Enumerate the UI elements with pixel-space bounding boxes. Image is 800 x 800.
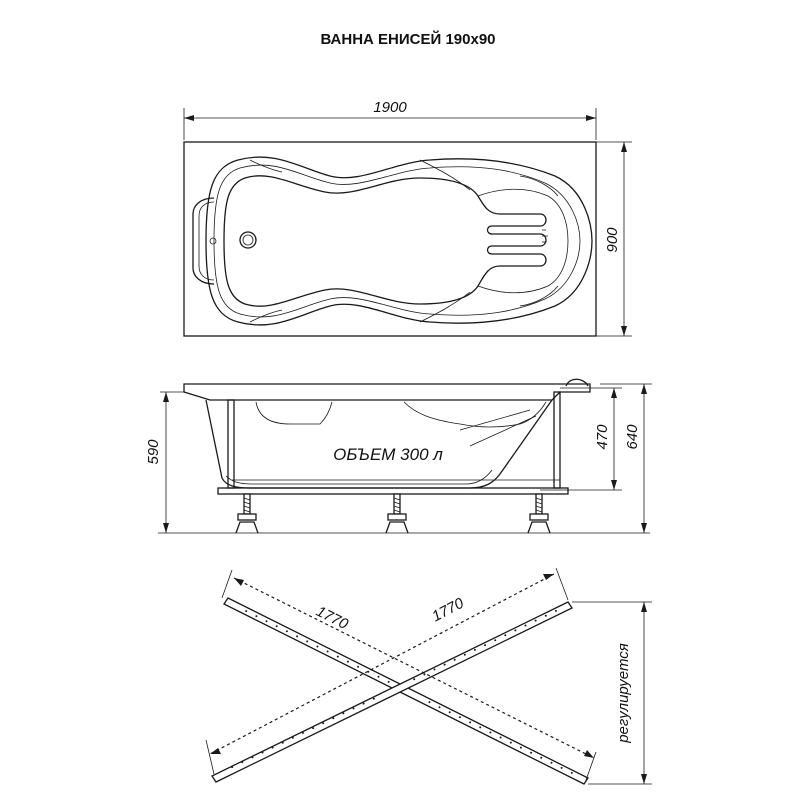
mounting-hole xyxy=(509,741,512,744)
mounting-hole xyxy=(423,673,426,676)
diagonal-a-label: 1770 xyxy=(313,603,351,633)
mounting-hole xyxy=(285,630,288,633)
mounting-hole xyxy=(484,644,487,647)
mounting-hole xyxy=(245,610,248,613)
mounting-hole xyxy=(540,756,543,759)
mounting-hole xyxy=(316,645,319,648)
depth-label: 470 xyxy=(594,424,611,450)
mounting-hole xyxy=(550,761,553,764)
bowl-floor xyxy=(223,175,547,307)
mounting-hole xyxy=(336,655,339,658)
mounting-hole xyxy=(357,665,360,668)
drawing-title: ВАННА ЕНИСЕЙ 190х90 xyxy=(320,30,495,48)
adjust-label: регулируется xyxy=(615,643,632,744)
side-view: 590 470 640 xyxy=(145,378,652,534)
top-view: 1900 900 xyxy=(183,99,632,337)
mounting-hole xyxy=(251,756,254,759)
frame-bar-b xyxy=(211,601,573,783)
mounting-hole xyxy=(554,609,557,612)
mounting-hole xyxy=(524,624,527,627)
frame-bar-a xyxy=(223,597,589,785)
total-height-dimension: 590 xyxy=(145,391,184,533)
length-label: 1900 xyxy=(373,99,407,116)
mounting-hole xyxy=(326,650,329,653)
mounting-hole xyxy=(530,751,533,754)
mounting-hole xyxy=(387,680,390,683)
mounting-hole xyxy=(514,629,517,632)
mounting-hole xyxy=(473,648,476,651)
tub-body-side xyxy=(205,399,553,489)
frame-side xyxy=(217,391,569,495)
width-dimension: 900 xyxy=(596,141,632,337)
mounting-hole xyxy=(362,702,365,705)
mounting-hole xyxy=(271,746,274,749)
mounting-hole xyxy=(281,741,284,744)
tub-outline-top xyxy=(183,141,597,337)
leg-left xyxy=(235,493,259,534)
width-label: 900 xyxy=(604,227,621,253)
seat-contour xyxy=(255,401,333,425)
mounting-hole xyxy=(438,706,441,709)
mounting-hole xyxy=(312,727,315,730)
mounting-hole xyxy=(255,615,258,618)
mounting-hole xyxy=(265,620,268,623)
mounting-hole xyxy=(504,634,507,637)
mounting-hole xyxy=(499,736,502,739)
mounting-hole xyxy=(241,761,244,764)
mounting-hole xyxy=(346,660,349,663)
mounting-hole xyxy=(301,731,304,734)
mounting-hole xyxy=(342,712,345,715)
mounting-hole xyxy=(544,614,547,617)
leg-right xyxy=(527,493,551,534)
mounting-hole xyxy=(332,717,335,720)
volume-label: ОБЪЕМ 300 л xyxy=(333,445,443,464)
mounting-hole xyxy=(231,766,234,769)
mounting-hole xyxy=(479,726,482,729)
mounting-hole xyxy=(296,635,299,638)
mounting-hole xyxy=(352,707,355,710)
mounting-hole xyxy=(428,701,431,704)
bowl-outer xyxy=(205,156,593,326)
mounting-hole xyxy=(413,678,416,681)
tub-rim xyxy=(183,383,591,401)
mounting-hole xyxy=(433,668,436,671)
mounting-hole xyxy=(443,663,446,666)
mounting-hole xyxy=(463,653,466,656)
mounting-hole xyxy=(458,716,461,719)
total-height-label: 590 xyxy=(145,439,162,465)
frame-view: 1770 1770 регулируется xyxy=(205,567,652,785)
rim-height-dimension: 640 xyxy=(600,383,652,533)
adjust-dimension: регулируется xyxy=(572,601,652,785)
mounting-hole xyxy=(275,625,278,628)
diagonal-b-label: 1770 xyxy=(429,594,467,625)
mounting-hole xyxy=(489,731,492,734)
mounting-hole xyxy=(261,751,264,754)
overflow-icon xyxy=(209,237,217,245)
mounting-hole xyxy=(534,619,537,622)
leg-middle xyxy=(385,493,409,534)
mounting-hole xyxy=(469,721,472,724)
headrest xyxy=(192,197,215,285)
mounting-hole xyxy=(372,697,375,700)
mounting-hole xyxy=(560,766,563,769)
depth-dimension: 470 xyxy=(540,387,622,491)
mounting-hole xyxy=(377,675,380,678)
rim-height-label: 640 xyxy=(624,424,641,450)
mounting-hole xyxy=(494,639,497,642)
length-dimension: 1900 xyxy=(183,99,597,140)
drain-icon xyxy=(239,231,257,249)
mounting-hole xyxy=(519,746,522,749)
mounting-hole xyxy=(570,771,573,774)
mounting-hole xyxy=(322,722,325,725)
mounting-hole xyxy=(291,736,294,739)
mounting-hole xyxy=(453,658,456,661)
mounting-hole xyxy=(448,711,451,714)
mounting-hole xyxy=(306,640,309,643)
